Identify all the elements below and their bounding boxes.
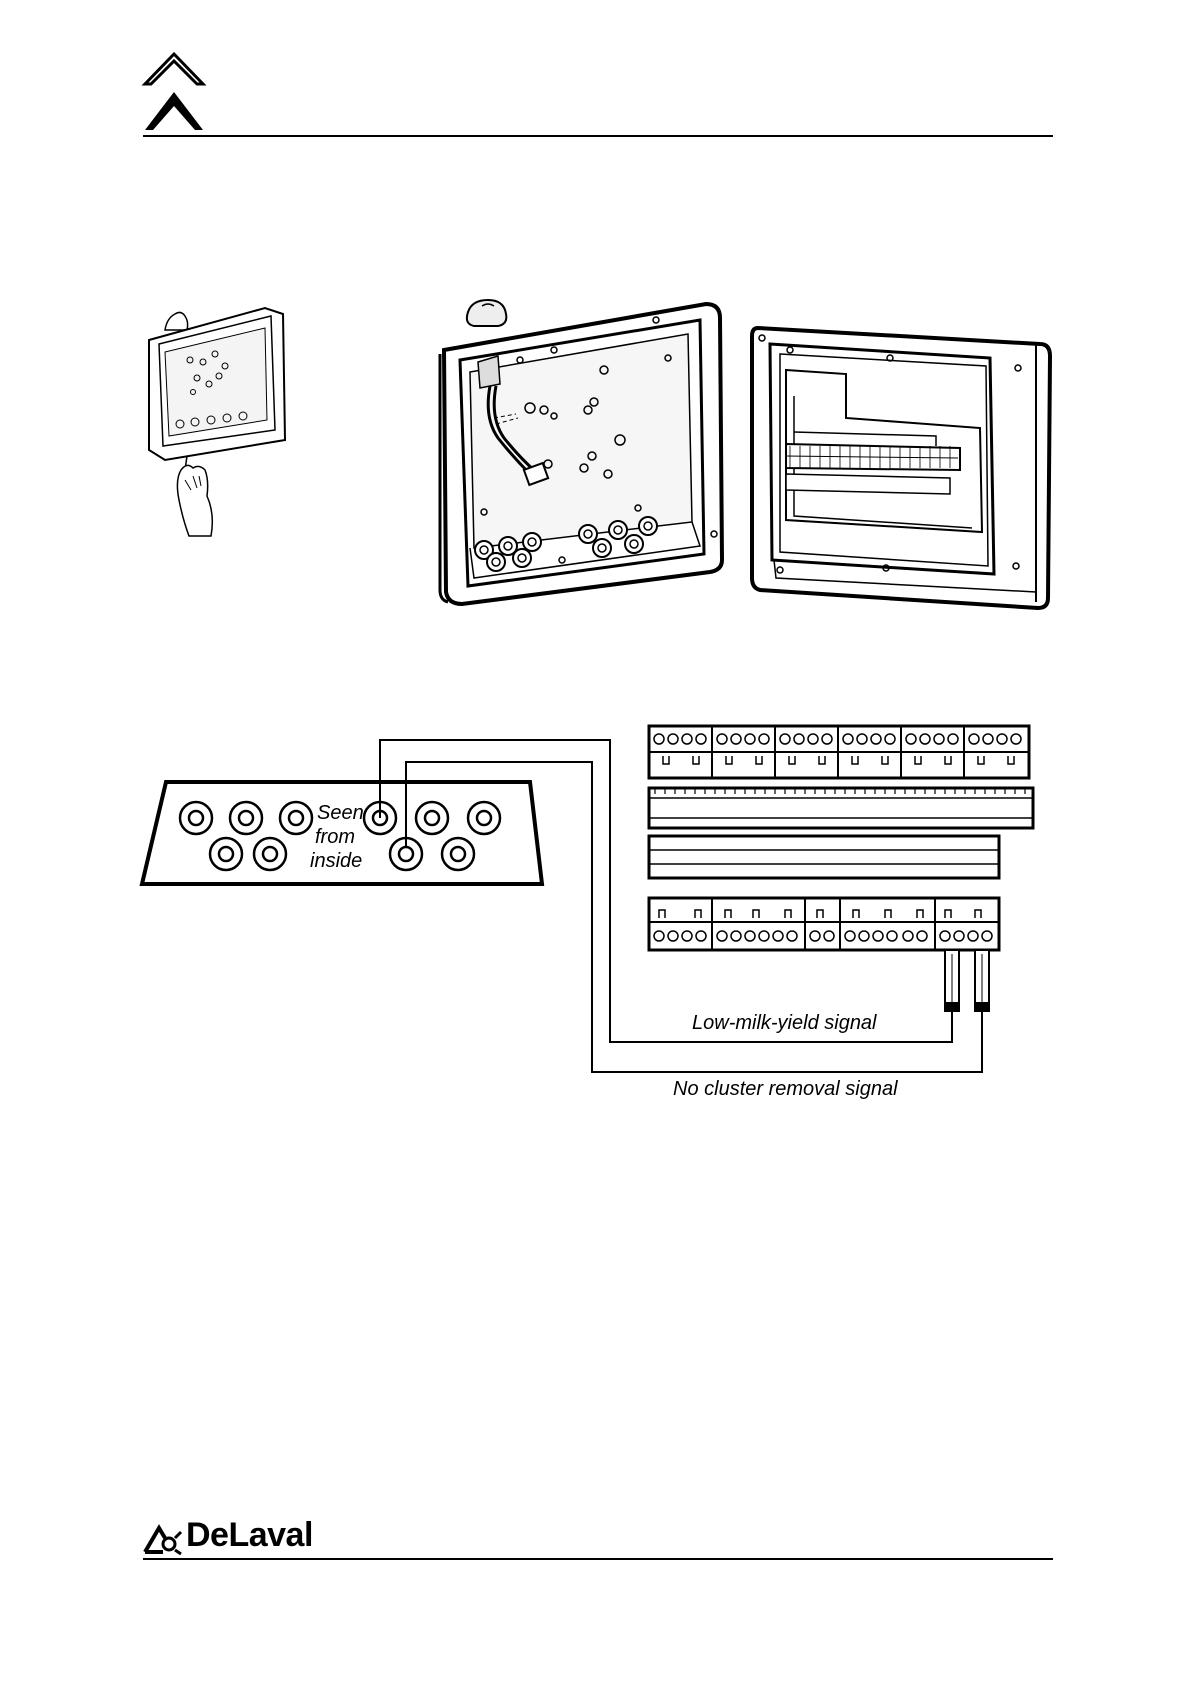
terminal-block-diagram [645, 722, 1035, 1022]
footer-rule [143, 1558, 1053, 1560]
lower-terminal-row [649, 898, 999, 950]
low-milk-yield-signal-label: Low-milk-yield signal [692, 1012, 877, 1035]
signal-plugs [944, 950, 990, 1012]
lower-connector-strip [649, 836, 999, 878]
upper-terminal-row [649, 726, 1029, 778]
no-cluster-removal-signal-label: No cluster removal signal [673, 1078, 898, 1101]
delaval-logo-icon [143, 1524, 183, 1554]
footer-brand-name: DeLaval [186, 1516, 313, 1555]
upper-connector-strip [649, 788, 1033, 828]
